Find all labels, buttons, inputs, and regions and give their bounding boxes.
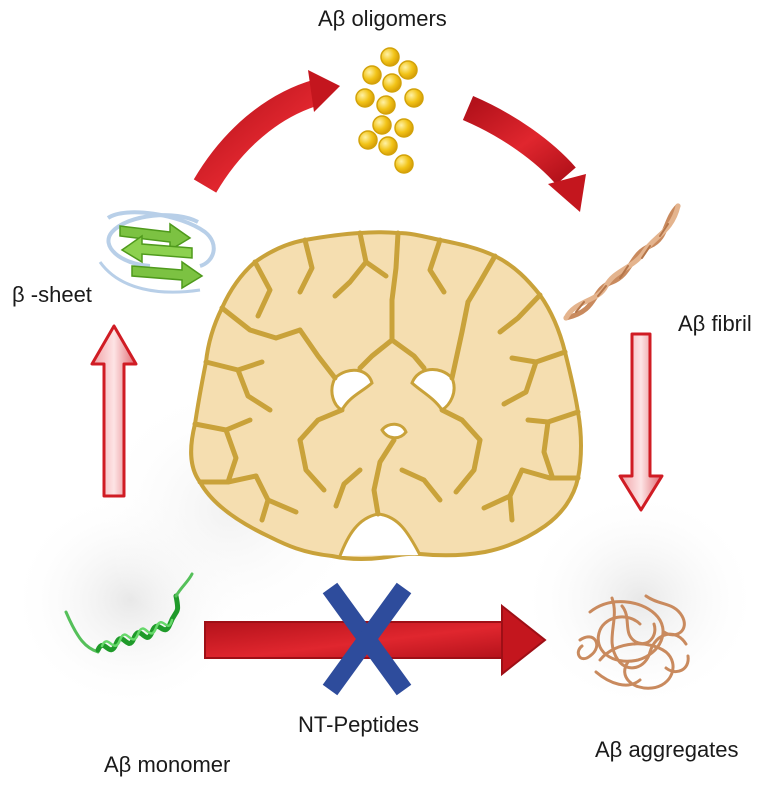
- beta-sheet-icon: [98, 210, 216, 294]
- arrow-sheet-to-oligomers: [193, 70, 340, 193]
- monomer-icon: [64, 572, 194, 654]
- brain-cross-section: [189, 230, 583, 561]
- aggregates-glow: [520, 490, 760, 710]
- label-fibril: Aβ fibril: [678, 311, 752, 336]
- brain-ventricle-center: [380, 422, 408, 440]
- arrow-monomer-to-sheet: [90, 324, 138, 498]
- label-beta-sheet: β -sheet: [12, 282, 92, 307]
- arrow-oligomers-to-fibril: [462, 96, 586, 212]
- fibril-icon: [563, 203, 681, 321]
- arrow-fibril-to-aggregates: [618, 332, 664, 512]
- brain-ventricle-right: [410, 368, 456, 413]
- label-nt-peptides: NT-Peptides: [298, 712, 420, 737]
- aggregates-icon: [576, 594, 690, 690]
- oligomers-icon: [355, 47, 424, 174]
- brain-ventricle-left: [330, 368, 374, 412]
- label-aggregates: Aβ aggregates: [595, 737, 739, 762]
- label-monomer: Aβ monomer: [104, 752, 231, 777]
- label-oligomers: Aβ oligomers: [318, 6, 447, 31]
- block-cross-icon: [322, 582, 412, 696]
- brain-sulci: [192, 230, 581, 523]
